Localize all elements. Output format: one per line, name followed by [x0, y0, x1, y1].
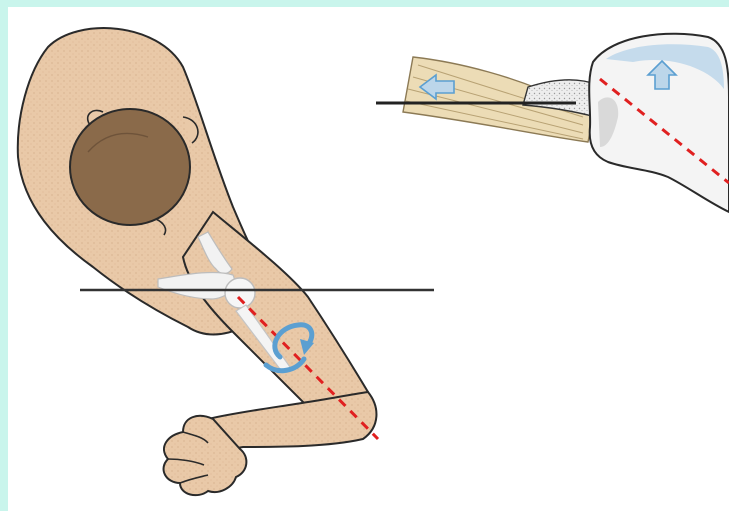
humeral-head: [225, 278, 255, 308]
figure-frame: [8, 7, 729, 511]
illustration-canvas: [8, 7, 729, 511]
shoulder-joint-detail: [376, 34, 729, 212]
head-hair: [70, 109, 190, 225]
patient-arm-view: [18, 28, 434, 495]
